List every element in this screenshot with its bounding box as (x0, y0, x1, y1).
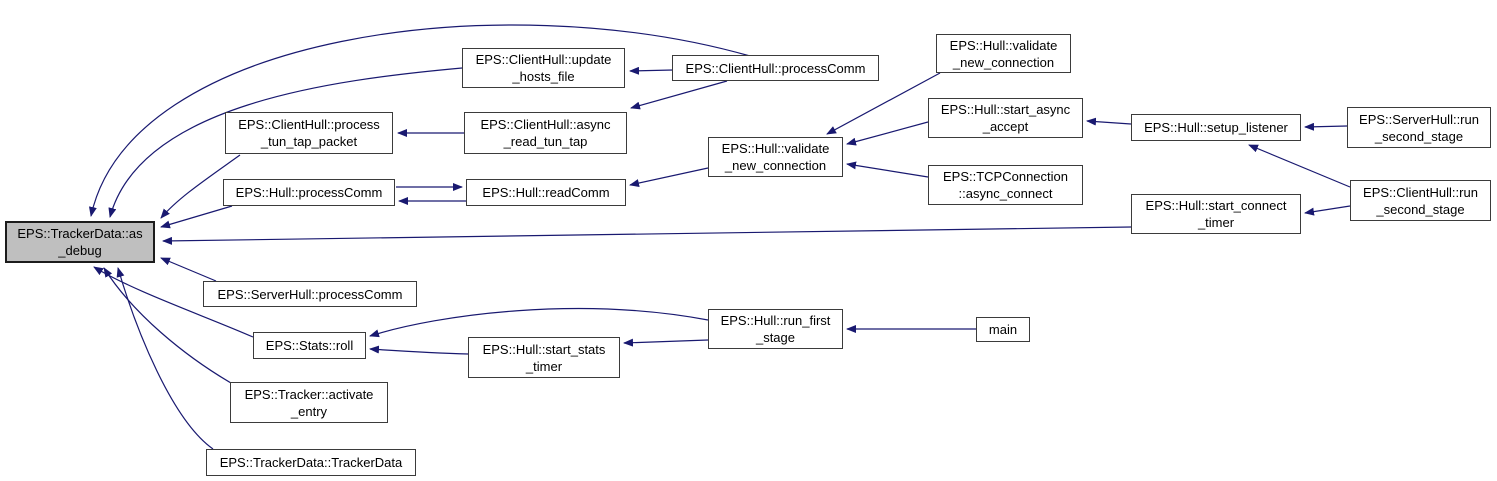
edge-clienthull-run-second-stage-to-setup-listener (1248, 144, 1351, 188)
node-eps-clienthull-process-tun-tap-packet[interactable]: EPS::ClientHull::process _tun_tap_packet (225, 112, 393, 154)
edge-start-stats-timer-to-stats-roll (369, 345, 469, 355)
edge-process-tun-tap-packet-to-as-debug (160, 154, 241, 219)
node-eps-hull-run-first-stage[interactable]: EPS::Hull::run_first _stage (708, 309, 843, 349)
edge-activate-entry-to-as-debug (103, 267, 232, 384)
edge-start-connect-timer-to-as-debug (162, 226, 1132, 245)
node-main[interactable]: main (976, 317, 1030, 342)
node-eps-clienthull-run-second-stage[interactable]: EPS::ClientHull::run _second_stage (1350, 180, 1491, 221)
node-eps-serverhull-run-second-stage[interactable]: EPS::ServerHull::run _second_stage (1347, 107, 1491, 148)
node-eps-stats-roll[interactable]: EPS::Stats::roll (253, 332, 366, 359)
edge-clienthull-run-second-stage-to-start-connect-timer (1304, 205, 1351, 216)
edge-trackerdata-ctor-to-as-debug (116, 267, 214, 450)
edge-run-first-stage-to-stats-roll (369, 308, 709, 338)
node-eps-serverhull-processcomm[interactable]: EPS::ServerHull::processComm (203, 281, 417, 307)
edge-tcp-async-connect-to-hull-validate-mid (846, 161, 929, 178)
edge-clienthull-processcomm-to-async-read-tun-tap (630, 80, 728, 110)
edge-hull-validate-top-to-hull-validate-mid (826, 72, 941, 135)
edge-clienthull-processcomm-to-as-debug (89, 24, 751, 217)
edge-update-hosts-file-to-as-debug (108, 67, 463, 218)
edge-serverhull-run-second-stage-to-setup-listener (1304, 122, 1348, 131)
node-eps-clienthull-update-hosts-file[interactable]: EPS::ClientHull::update _hosts_file (462, 48, 625, 88)
node-eps-clienthull-async-read-tun-tap[interactable]: EPS::ClientHull::async _read_tun_tap (464, 112, 627, 154)
edge-hull-processcomm-to-as-debug (160, 205, 233, 229)
edge-hull-validate-mid-to-hull-readcomm (629, 167, 709, 187)
node-eps-clienthull-processcomm[interactable]: EPS::ClientHull::processComm (672, 55, 879, 81)
edge-run-first-stage-to-start-stats-timer (623, 338, 709, 347)
node-eps-tracker-activate-entry[interactable]: EPS::Tracker::activate _entry (230, 382, 388, 423)
node-eps-hull-start-connect-timer[interactable]: EPS::Hull::start_connect _timer (1131, 194, 1301, 234)
node-eps-hull-setup-listener[interactable]: EPS::Hull::setup_listener (1131, 114, 1301, 141)
node-eps-hull-start-async-accept[interactable]: EPS::Hull::start_async _accept (928, 98, 1083, 138)
node-eps-hull-validate-new-connection[interactable]: EPS::Hull::validate _new_connection (708, 137, 843, 177)
edge-clienthull-processcomm-to-update-hosts-file (629, 66, 674, 75)
node-eps-hull-validate-new-connection-top[interactable]: EPS::Hull::validate _new_connection (936, 34, 1071, 73)
edge-setup-listener-to-start-async-accept (1086, 117, 1132, 126)
node-eps-hull-processcomm[interactable]: EPS::Hull::processComm (223, 179, 395, 206)
node-eps-hull-readcomm[interactable]: EPS::Hull::readComm (466, 179, 626, 206)
edge-serverhull-processcomm-to-as-debug (160, 257, 217, 282)
node-eps-tcpconnection-async-connect[interactable]: EPS::TCPConnection ::async_connect (928, 165, 1083, 205)
node-eps-trackerdata-as-debug: EPS::TrackerData::as _debug (5, 221, 155, 263)
node-eps-trackerdata-trackerdata[interactable]: EPS::TrackerData::TrackerData (206, 449, 416, 476)
node-eps-hull-start-stats-timer[interactable]: EPS::Hull::start_stats _timer (468, 337, 620, 378)
edge-start-async-accept-to-hull-validate-mid (846, 121, 929, 146)
